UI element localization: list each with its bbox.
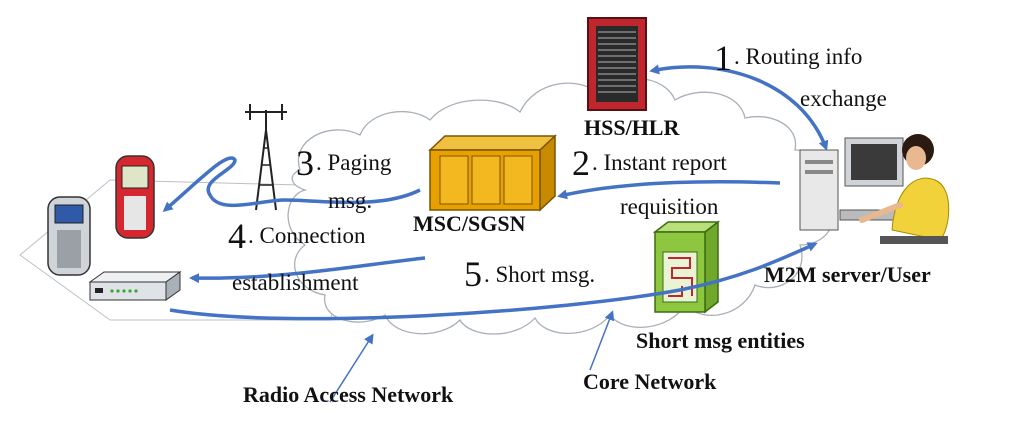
- step5-text: . Short msg.: [484, 262, 595, 287]
- arrow-step4: [189, 256, 426, 284]
- step1-number: 1: [714, 38, 732, 78]
- hss-hlr-server-icon: [587, 17, 647, 111]
- short-msg-entity-icon: [652, 220, 721, 314]
- sme-label: Short msg entities: [636, 328, 805, 353]
- flow-arrows: [162, 64, 829, 403]
- step3-text: . Paging: [316, 150, 392, 175]
- step1-text: . Routing info: [734, 44, 862, 69]
- m2m-workstation-icon: [799, 134, 950, 244]
- mobile-phone-red-icon: [115, 155, 155, 239]
- arrow-step2: [557, 180, 781, 200]
- arrow-step3: [162, 156, 421, 212]
- pointer-core: [589, 310, 615, 371]
- mobile-phone-icon: [47, 196, 91, 276]
- m2m-label: M2M server/User: [764, 262, 931, 287]
- step1-text-2: exchange: [800, 86, 887, 111]
- core-network-label: Core Network: [583, 369, 717, 394]
- step2-text: . Instant report: [592, 150, 727, 175]
- step2-text-2: requisition: [620, 194, 719, 219]
- step2-number: 2: [572, 143, 590, 183]
- step3-text-2: msg.: [328, 188, 372, 213]
- arrow-step1: [649, 64, 829, 151]
- hss-label: HSS/HLR: [584, 115, 680, 140]
- step4-number: 4: [228, 216, 246, 256]
- step5-number: 5: [464, 254, 482, 294]
- step3-number: 3: [296, 143, 314, 183]
- step4-text-2: establishment: [232, 270, 359, 295]
- msc-sgsn-switch-icon: [428, 134, 557, 212]
- msc-label: MSC/SGSN: [413, 211, 526, 236]
- m2m-device-icon: [88, 271, 182, 301]
- pointer-radio: [329, 333, 374, 403]
- step4-text: . Connection: [248, 223, 366, 248]
- arrow-step5: [169, 242, 818, 321]
- antenna-tower-icon: [245, 104, 287, 211]
- radio-network-label: Radio Access Network: [243, 382, 454, 407]
